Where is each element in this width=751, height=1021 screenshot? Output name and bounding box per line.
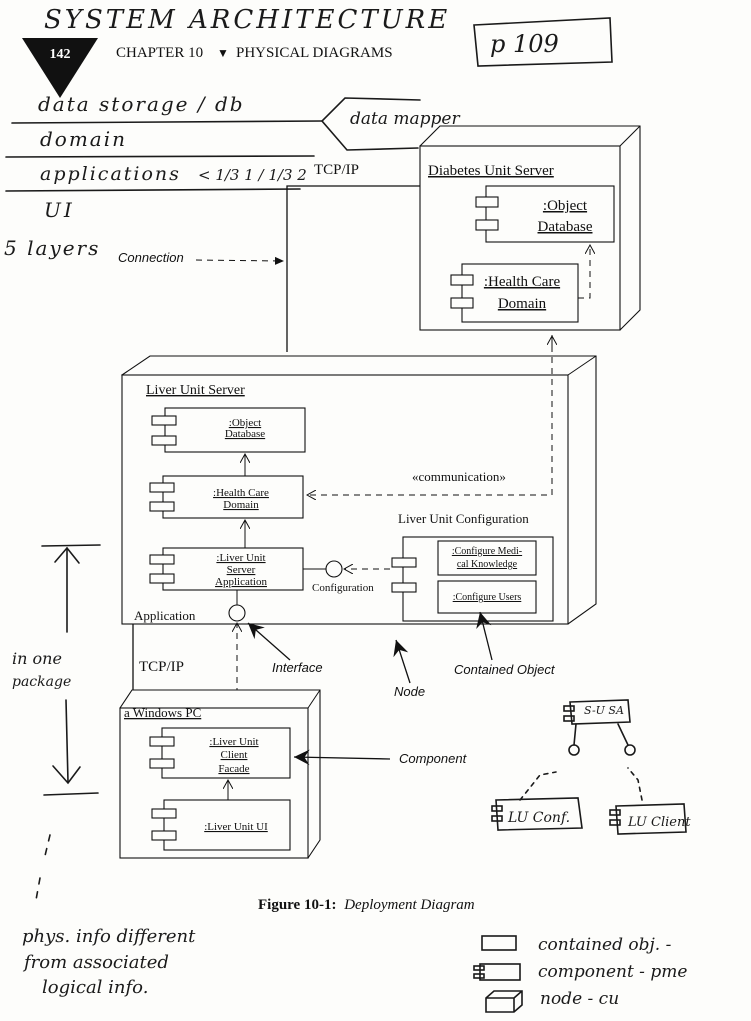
mini-conf-text: LU Conf. bbox=[507, 810, 570, 826]
legend-component: component - pme bbox=[538, 962, 687, 982]
figure-caption: Figure 10-1: Deployment Diagram bbox=[258, 897, 475, 913]
client-facade-line3: Facade bbox=[218, 763, 249, 775]
communication-stereotype: «communication» bbox=[412, 469, 506, 484]
diabetes-health-line2: Domain bbox=[498, 296, 547, 312]
caption-label: Figure 10-1: bbox=[258, 897, 336, 913]
client-facade-line2: Client bbox=[221, 749, 248, 761]
legend-node: node - cu bbox=[540, 989, 619, 1009]
layer-data-storage: data storage / db bbox=[38, 92, 245, 116]
liver-app-line3: Application bbox=[215, 576, 267, 588]
windows-pc-node: a Windows PC :Liver Unit Client Facade :… bbox=[119, 689, 321, 859]
configure-users-text: :Configure Users bbox=[453, 592, 522, 603]
configure-med-line2: cal Knowledge bbox=[457, 559, 518, 570]
phys-info-line1: phys. info different bbox=[22, 926, 196, 947]
phys-info-line3: logical info. bbox=[42, 977, 148, 998]
diabetes-health-line1: :Health Care bbox=[484, 274, 561, 290]
data-mapper-note: data mapper bbox=[320, 97, 460, 151]
in-one-text: in one bbox=[12, 649, 62, 668]
handwritten-layers: data storage / db domain applications < … bbox=[4, 92, 323, 260]
legend-contained-object: contained obj. - bbox=[538, 935, 672, 955]
caption-text: Deployment Diagram bbox=[343, 897, 475, 913]
liver-unit-configuration-component: :Configure Medi- cal Knowledge :Configur… bbox=[391, 536, 554, 622]
mini-client-text: LU Client bbox=[627, 815, 691, 830]
page-number-badge: 142 bbox=[22, 38, 98, 98]
diabetes-object-db-line1: :Object bbox=[543, 198, 588, 214]
liver-ui-text: :Liver Unit UI bbox=[204, 821, 268, 833]
handwritten-legend: contained obj. - component - pme node - … bbox=[473, 935, 687, 1013]
diabetes-health-care-component: :Health Care Domain bbox=[450, 263, 579, 323]
application-interface-lollipop bbox=[228, 604, 246, 622]
layer-domain: domain bbox=[40, 127, 127, 151]
windows-pc-title: a Windows PC bbox=[124, 705, 201, 720]
component-callout: Component bbox=[399, 751, 468, 766]
tcpip-bottom-label: TCP/IP bbox=[139, 659, 184, 675]
communication-dependency bbox=[307, 335, 553, 495]
five-layers-note: 5 layers bbox=[4, 236, 100, 260]
handwritten-mini-diagram: S-U SA LU Conf. LU Client bbox=[491, 699, 691, 835]
configure-medical-knowledge-object bbox=[437, 540, 537, 576]
liver-server-title: Liver Unit Server bbox=[146, 383, 245, 398]
contained-object-callout: Contained Object bbox=[454, 662, 556, 677]
connection-pointer bbox=[195, 256, 285, 265]
package-text: package bbox=[12, 674, 71, 690]
configure-med-line1: :Configure Medi- bbox=[452, 546, 522, 557]
node-callout-arrow bbox=[393, 639, 411, 684]
margin-dashes bbox=[35, 834, 51, 901]
liver-app-line1: :Liver Unit bbox=[216, 552, 265, 564]
liver-server-application-component: :Liver Unit Server Application bbox=[149, 547, 304, 591]
phys-info-note: phys. info different from associated log… bbox=[22, 926, 196, 998]
configure-users-object bbox=[437, 580, 537, 614]
component-callout-arrow bbox=[293, 749, 391, 766]
liver-health-care-component: :Health Care Domain bbox=[149, 475, 304, 519]
liver-unit-server-node: Liver Unit Server :Object Database :Heal… bbox=[120, 335, 597, 625]
liver-object-database-component: :Object Database bbox=[151, 407, 306, 453]
page-number: 142 bbox=[50, 47, 71, 62]
liver-unit-ui-component: :Liver Unit UI bbox=[151, 799, 291, 851]
layer-applications: applications bbox=[40, 163, 181, 185]
configuration-label: Configuration bbox=[312, 582, 374, 594]
configuration-interface-lollipop bbox=[325, 560, 343, 578]
triangle-glyph: ▼ bbox=[217, 46, 229, 60]
liver-client-facade-component: :Liver Unit Client Facade bbox=[149, 727, 291, 779]
layer-applications-split: < 1/3 1 / 1/3 2 bbox=[198, 166, 307, 184]
contained-object-callout-arrow bbox=[476, 611, 493, 661]
liver-health-line2: Domain bbox=[223, 499, 259, 511]
package-bracket: in one package bbox=[12, 544, 101, 796]
client-facade-line1: :Liver Unit bbox=[209, 736, 258, 748]
mini-sa-text: S-U SA bbox=[584, 704, 624, 717]
tcpip-top-label: TCP/IP bbox=[314, 162, 359, 178]
section-label: PHYSICAL DIAGRAMS bbox=[236, 45, 393, 61]
interface-callout: Interface bbox=[272, 660, 323, 675]
diabetes-unit-server-node: Diabetes Unit Server :Object Database :H… bbox=[419, 125, 641, 331]
layer-ui: UI bbox=[44, 198, 75, 222]
application-label: Application bbox=[134, 608, 196, 623]
phys-info-line2: from associated bbox=[22, 952, 169, 973]
liver-app-line2: Server bbox=[227, 564, 256, 576]
diabetes-server-title: Diabetes Unit Server bbox=[428, 163, 554, 179]
chapter-label: CHAPTER 10 bbox=[116, 45, 203, 61]
diabetes-object-database-component: :Object Database bbox=[475, 185, 615, 243]
liver-object-db-line1: :Object bbox=[229, 417, 261, 429]
node-callout: Node bbox=[394, 684, 425, 699]
liver-config-title: Liver Unit Configuration bbox=[398, 511, 529, 526]
data-mapper-text: data mapper bbox=[350, 109, 460, 129]
connection-label: Connection bbox=[118, 250, 184, 265]
page-reference-box: p 109 bbox=[473, 17, 613, 67]
liver-object-db-line2: Database bbox=[225, 428, 265, 440]
handwritten-title: SYSTEM ARCHITECTURE bbox=[44, 5, 450, 35]
liver-health-line1: :Health Care bbox=[213, 487, 269, 499]
diabetes-dependency-arrow bbox=[578, 245, 590, 299]
interface-callout-arrow bbox=[247, 622, 291, 661]
tcpip-top-link bbox=[286, 185, 420, 352]
diabetes-object-db-line2: Database bbox=[538, 219, 593, 235]
page-reference: p 109 bbox=[490, 30, 559, 58]
